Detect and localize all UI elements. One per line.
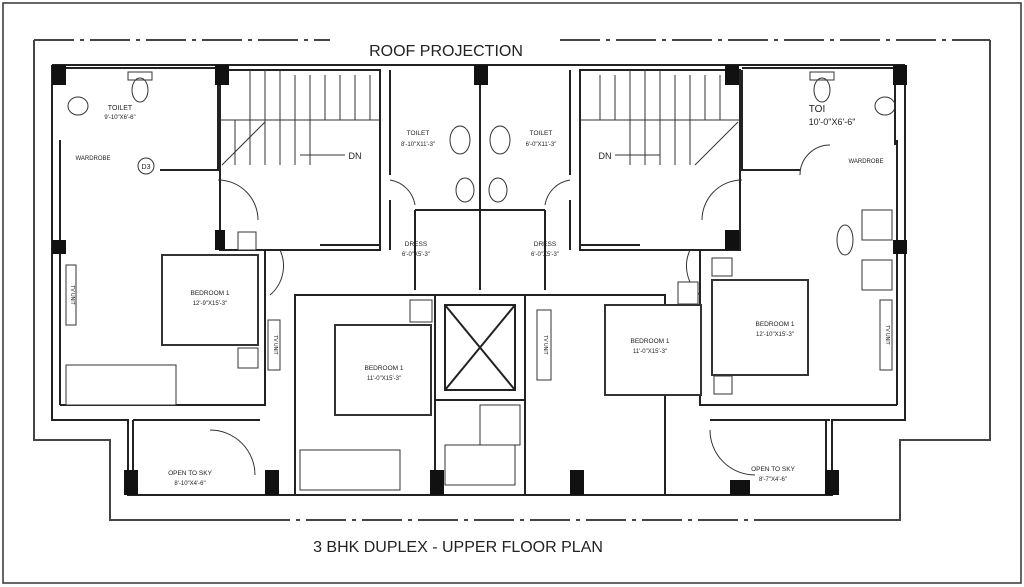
- open-right-size: 8'-7"X4'-6": [759, 477, 787, 483]
- toilet-center-right-name: TOILET: [530, 130, 553, 137]
- toilet-center-left-name: TOILET: [407, 130, 430, 137]
- bedroom-far-left-name: BEDROOM 1: [190, 290, 229, 297]
- toilet-center-left-size: 8'-10"X11'-3": [401, 142, 435, 148]
- plan-title: 3 BHK DUPLEX - UPPER FLOOR PLAN: [313, 539, 603, 556]
- stair-dn-right: DN: [599, 151, 612, 161]
- tv-unit-center-right: TV UNIT: [542, 335, 548, 354]
- door-tag: D3: [142, 164, 151, 171]
- bedroom-far-left-size: 12'-9"X15'-3": [193, 301, 228, 307]
- dress-left-size: 6'-0"X5'-3": [402, 252, 430, 258]
- open-left-size: 8'-10"X4'-6": [174, 481, 205, 487]
- bedroom-center-right-name: BEDROOM 1: [630, 338, 669, 345]
- tv-unit-center-left: TV UNIT: [272, 335, 278, 354]
- tv-unit-right: TV UNIT: [884, 325, 890, 344]
- bedroom-center-left-name: BEDROOM 1: [364, 365, 403, 372]
- bedroom-far-right-size: 12'-10"X15'-3": [756, 332, 794, 338]
- toilet-right-size: 10'-0"X6'-6": [809, 117, 856, 127]
- open-right-name: OPEN TO SKY: [751, 466, 795, 473]
- toilet-left-size: 9'-10"X6'-6": [104, 115, 135, 121]
- roof-projection-label: ROOF PROJECTION: [369, 43, 523, 60]
- open-left-name: OPEN TO SKY: [168, 470, 212, 477]
- toilet-center-right-size: 6'-0"X11'-3": [526, 142, 557, 148]
- roof-projection-outline: [33, 39, 991, 521]
- bedroom-far-right-name: BEDROOM 1: [755, 321, 794, 328]
- right-staircase: [580, 70, 740, 166]
- dress-right-size: 6'-0"X5'-3": [531, 252, 559, 258]
- fixtures: [67, 71, 896, 483]
- wardrobe-right: WARDROBE: [848, 159, 883, 165]
- bedroom-center-right-size: 11'-0"X15'-3": [633, 349, 667, 355]
- columns: [52, 65, 907, 495]
- left-staircase: [220, 70, 380, 166]
- furniture: [65, 209, 893, 491]
- beds: [161, 254, 809, 416]
- toilet-left-name: TOILET: [108, 105, 133, 112]
- toilet-right-name: TOI: [809, 104, 825, 115]
- wardrobe-left: WARDROBE: [75, 156, 110, 162]
- door-swings: [209, 144, 831, 476]
- stair-dn-left: DN: [349, 151, 362, 161]
- dress-left-name: DRESS: [405, 241, 428, 248]
- dress-right-name: DRESS: [534, 241, 557, 248]
- bedroom-center-left-size: 11'-0"X15'-3": [367, 376, 401, 382]
- tv-unit-left: TV UNIT: [69, 285, 75, 304]
